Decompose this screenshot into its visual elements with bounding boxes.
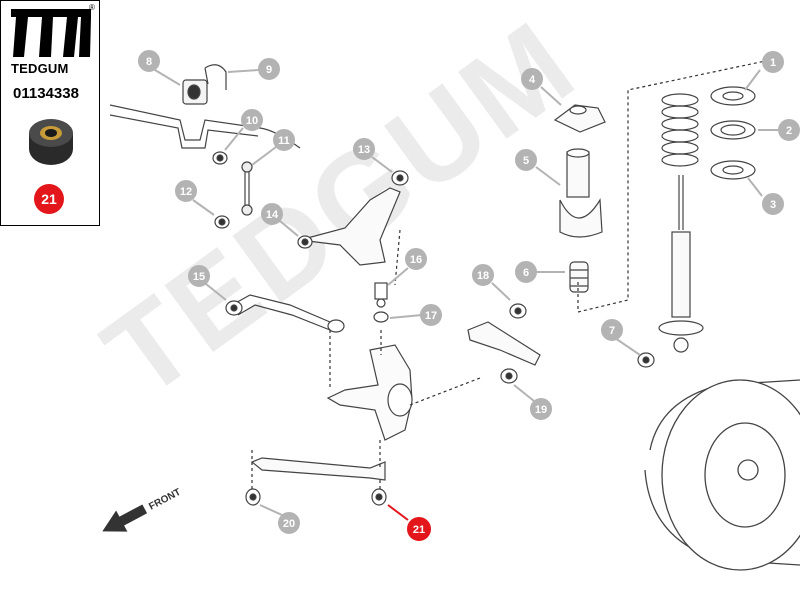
callout-label-4: 4: [529, 74, 536, 86]
callout-label-21: 21: [413, 524, 425, 536]
bushing-clamp: [204, 64, 227, 90]
stabilizer-bushing: [182, 79, 208, 105]
callout-label-13: 13: [358, 144, 370, 156]
shock-absorber: [658, 175, 704, 353]
bushing-product-image: [29, 119, 73, 165]
callout-label-9: 9: [266, 64, 272, 76]
lower-rod-bushing-left: [245, 488, 261, 506]
callout-19: [513, 384, 552, 420]
tire: [644, 379, 800, 571]
callout-label-10: 10: [246, 115, 258, 127]
callout-label-12: 12: [180, 186, 192, 198]
part-number: 01134338: [13, 85, 79, 102]
link-bushing-upper: [212, 151, 228, 165]
strut-mount: [553, 104, 606, 133]
upper-arm-bushing-rear: [391, 170, 409, 186]
callout-label-14: 14: [266, 209, 279, 221]
highlighted-callout-badge: 21: [34, 184, 64, 214]
callout-label-2: 2: [786, 125, 792, 137]
callout-label-5: 5: [523, 155, 529, 167]
legend-box: ® TEDGUM 01134338 21: [0, 0, 100, 226]
coil-spring: [661, 93, 699, 167]
shock-bushing: [637, 352, 655, 368]
callout-15: [188, 265, 227, 301]
strut-rod: [231, 294, 331, 323]
steering-knuckle: [326, 344, 413, 441]
lower-control-rod: [250, 457, 386, 481]
callout-label-19: 19: [535, 404, 547, 416]
callout-9: [227, 58, 280, 80]
callout-label-6: 6: [523, 267, 529, 279]
callout-17: [389, 304, 442, 326]
callout-label-3: 3: [770, 199, 776, 211]
callout-8: [138, 50, 181, 86]
callout-label-15: 15: [193, 271, 205, 283]
callout-18: [472, 264, 511, 301]
callout-14: [261, 203, 299, 237]
upper-arm-bushing-front: [297, 235, 313, 249]
callout-10: [224, 109, 263, 151]
callout-7: [601, 319, 641, 356]
callout-1: [744, 51, 784, 91]
link-bushing-lower: [214, 215, 230, 229]
strut-rod-bushing: [225, 300, 243, 316]
callout-label-16: 16: [410, 254, 422, 266]
callout-6: [515, 261, 565, 283]
callout-label-8: 8: [146, 56, 152, 68]
stabilizer-bar: [109, 104, 301, 149]
callout-label-18: 18: [477, 270, 489, 282]
strut-bearing: [710, 120, 756, 140]
bump-stop: [569, 261, 589, 293]
callout-4: [521, 68, 562, 106]
brand-name: TEDGUM: [11, 61, 69, 76]
callout-20: [259, 504, 300, 534]
upper-control-arm: [299, 187, 401, 266]
ball-joint: [374, 282, 388, 308]
callout-2: [758, 119, 800, 141]
callout-label-1: 1: [770, 57, 776, 69]
callout-5: [515, 149, 561, 186]
lateral-arm-bushing-lower: [500, 368, 518, 384]
callout-label-17: 17: [425, 310, 437, 322]
lateral-arm: [467, 321, 541, 366]
callout-21: [387, 504, 431, 541]
dust-boot: [559, 148, 603, 238]
spring-seat-upper: [710, 86, 756, 106]
tedgum-logo: [11, 9, 91, 57]
highlighted-callout-number: 21: [41, 191, 57, 207]
callout-label-20: 20: [283, 518, 295, 530]
callout-label-11: 11: [278, 135, 290, 147]
callout-3: [747, 177, 784, 215]
lower-rod-bushing-right: [371, 488, 387, 506]
callout-13: [353, 138, 393, 173]
front-label: FRONT: [147, 487, 183, 513]
callout-16: [387, 248, 427, 286]
callout-12: [175, 180, 215, 216]
callout-11: [251, 129, 295, 166]
lateral-arm-bushing-upper: [509, 303, 527, 319]
front-arrow: FRONT: [102, 487, 183, 532]
callout-label-7: 7: [609, 325, 615, 337]
ball-joint-boot: [373, 311, 389, 323]
spring-seat-lower: [710, 160, 756, 180]
registered-mark: ®: [89, 3, 95, 12]
